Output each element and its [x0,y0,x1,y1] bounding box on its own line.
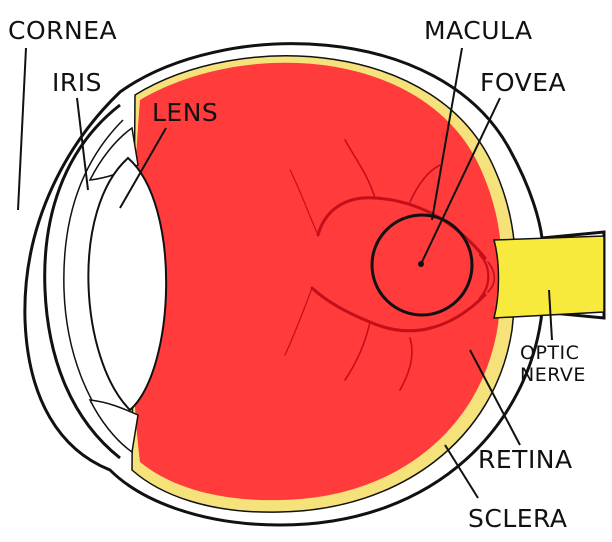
sclera-label: SCLERA [468,506,568,531]
iris-label: IRIS [52,70,102,95]
retina-label: RETINA [478,447,573,472]
cornea-label: CORNEA [8,18,117,43]
optic-nerve-label: OPTIC NERVE [520,343,586,387]
lens-label: LENS [152,100,218,125]
optic-nerve-label-line2: NERVE [520,365,586,387]
optic-nerve-label-line1: OPTIC [520,343,586,365]
cornea-leader [18,48,26,210]
fovea-label: FOVEA [480,70,566,95]
macula-label: MACULA [424,18,533,43]
